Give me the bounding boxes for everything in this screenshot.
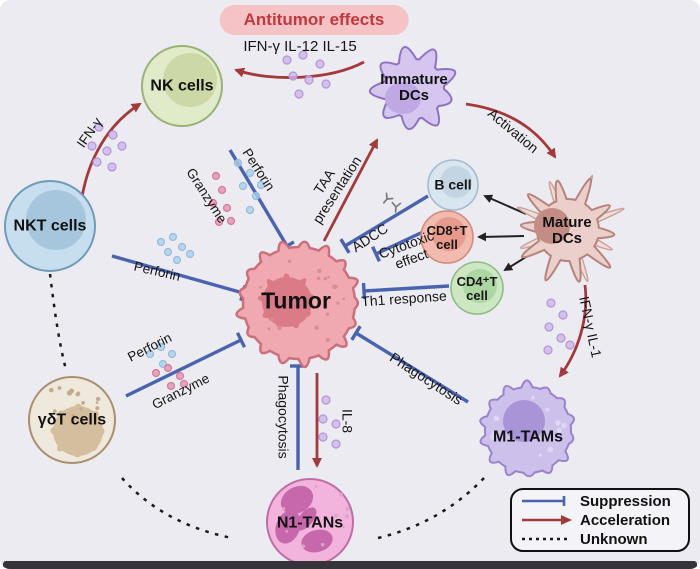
banner-label: Antitumor effects [243, 10, 385, 29]
acceleration-arrows [78, 60, 588, 468]
m1-tam-cell [479, 379, 575, 478]
dc-priming-arrows [477, 194, 535, 272]
suppression-line-m1-tumor [350, 325, 469, 404]
nkt-cell [4, 180, 96, 272]
suppression-line-nkt-tumor [111, 254, 247, 302]
label-cd4-t-cell: CD4⁺T cell [456, 273, 498, 303]
mature-dc-cell [516, 174, 625, 283]
legend-row-acceleration: Acceleration [520, 512, 680, 529]
cytokine-dots-ifn-il1 [543, 298, 575, 355]
cd4-t-cell [450, 261, 504, 315]
unknown-line-n1-m1 [377, 477, 485, 540]
immature-dc-cell [368, 46, 457, 131]
granzyme-dots-nk [208, 171, 236, 227]
cd8-t-cell [420, 210, 474, 264]
cytokine-dots-top [282, 50, 331, 99]
unknown-line-nkt-gdt [48, 273, 68, 371]
nk-cell [141, 45, 223, 127]
legend-row-suppression: Suppression [520, 493, 680, 510]
label-top-cytokines: IFN-γ IL-12 IL-15 [243, 37, 357, 55]
label-m1-tams: M1-TAMs [493, 428, 563, 446]
legend-label-unknown: Unknown [580, 530, 648, 548]
acceleration-arrow-activation [465, 102, 557, 159]
label-cd8-t-cell: CD8⁺T cell [426, 222, 468, 252]
label-il8: IL-8 [339, 408, 356, 434]
arrow-maturedc-cd8 [477, 232, 525, 242]
label-mature-dcs: Mature DCs [542, 213, 592, 247]
label-nkt-cells: NKT cells [13, 217, 87, 235]
legend-label-acceleration: Acceleration [580, 511, 671, 529]
unknown-dashed-line-icon [522, 537, 570, 541]
suppression-line-icon [522, 496, 566, 506]
cytokine-dots-il8 [318, 395, 341, 449]
legend-label-suppression: Suppression [580, 492, 671, 510]
label-gdt-cells: γδT cells [37, 411, 107, 429]
legend: Suppression Acceleration Unknown [510, 488, 690, 552]
legend-row-unknown: Unknown [520, 531, 680, 548]
suppression-line-gdt-tumor [125, 332, 247, 398]
label-nk-cells: NK cells [150, 77, 214, 95]
acceleration-arrow-taa [322, 138, 379, 242]
label-phagocytosis-n1: Phagocytosis [275, 375, 292, 459]
granzyme-dots-gdt [151, 363, 189, 391]
gdt-cell [28, 376, 116, 464]
acceleration-arrow-icon [522, 515, 572, 525]
arrow-maturedc-bcell [483, 194, 527, 215]
acceleration-arrow-cytokines-nk [234, 60, 365, 79]
tumor-cell [235, 240, 360, 369]
perforin-dots-nkt [156, 232, 195, 265]
label-b-cell: B cell [434, 176, 472, 193]
perforin-dots-nk [233, 158, 266, 215]
label-immature-dcs: Immature DCs [380, 70, 448, 104]
banner: Antitumor effects [219, 5, 409, 35]
suppression-line-adcc [339, 194, 429, 254]
acceleration-arrow-ifn-il1 [558, 284, 588, 378]
cytokine-dots-nkt-nk [87, 122, 127, 172]
b-cell [427, 159, 479, 211]
label-n1-tans: N1-TANs [276, 514, 344, 532]
bottom-border-bar [3, 561, 697, 569]
n1-tan-cell [266, 478, 354, 566]
unknown-connectors [48, 273, 485, 540]
suppression-line-th1 [361, 282, 450, 300]
label-tumor: Tumor [261, 287, 331, 314]
unknown-line-gdt-n1 [121, 477, 233, 540]
antibody-icon [382, 192, 402, 213]
